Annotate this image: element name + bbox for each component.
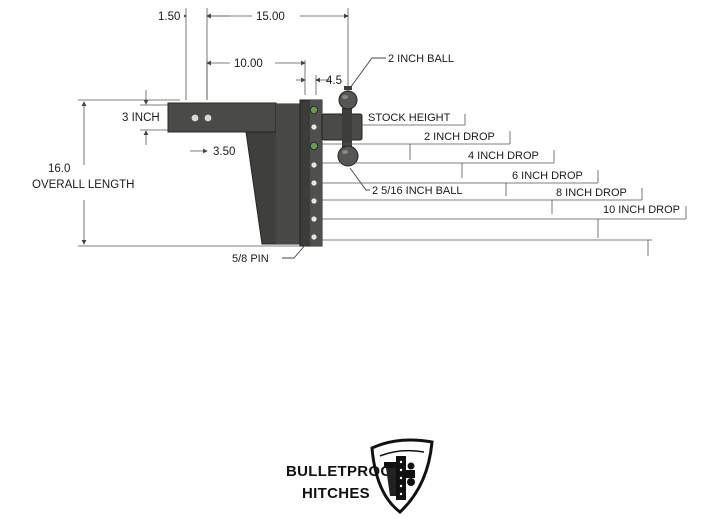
adjustment-hole: [311, 234, 317, 240]
logo-line-1: BULLETPROOF: [286, 463, 402, 480]
adjustment-hole: [311, 216, 317, 222]
top-ball-label: 2 INCH BALL: [388, 53, 454, 65]
left-dimensions: 16.0 OVERALL LENGTH 3 INCH 3.50: [32, 90, 300, 247]
height-label-10in: 10 INCH DROP: [603, 204, 680, 216]
adjustment-hole: [311, 162, 317, 168]
dim-10-00-label: 10.00: [234, 58, 263, 70]
adjustment-hole: [311, 180, 317, 186]
ball-shank: [342, 108, 352, 148]
height-label-8in: 8 INCH DROP: [556, 187, 627, 199]
pin-label: 5/8 PIN: [232, 253, 269, 265]
dim-15-00-label: 15.00: [256, 11, 285, 23]
drop-bar-face: [310, 100, 322, 246]
top-dimensions: 1.50 15.00 10.00 4.5: [150, 8, 349, 100]
height-label-2in: 2 INCH DROP: [424, 131, 495, 143]
logo-line-2: HITCHES: [302, 485, 370, 502]
dim-3-50-label: 3.50: [213, 146, 235, 158]
gusset-face: [276, 104, 300, 244]
dim-4-5-label: 4.5: [326, 75, 342, 87]
ball-2-inch: [338, 90, 358, 110]
hitch-body: [167, 99, 323, 247]
height-label-stock: STOCK HEIGHT: [368, 112, 451, 124]
adjustment-hole: [309, 141, 318, 150]
height-lines: STOCK HEIGHT 2 INCH DROP 4 INCH DROP 6 I…: [322, 112, 687, 256]
adjustment-hole: [309, 106, 318, 115]
dim-1-50-label: 1.50: [158, 11, 180, 23]
ball-leaders: 2 INCH BALL 2 5/16 INCH BALL: [349, 53, 463, 197]
ball-mount: [321, 86, 363, 167]
shank-pin-hole: [191, 114, 199, 122]
shank-pin-hole: [204, 114, 212, 122]
height-label-6in: 6 INCH DROP: [512, 170, 583, 182]
adjustment-hole: [311, 198, 317, 204]
adjustment-hole: [311, 124, 317, 130]
logo-shield-icon: [370, 438, 434, 514]
receiver-shank: [167, 102, 277, 133]
height-label-4in: 4 INCH DROP: [468, 150, 539, 162]
shank-3-inch-label: 3 INCH: [122, 112, 160, 124]
overall-length-label: OVERALL LENGTH: [32, 179, 134, 191]
pin-callout: 5/8 PIN: [232, 243, 307, 265]
overall-length-value: 16.0: [48, 163, 70, 175]
bottom-ball-label: 2 5/16 INCH BALL: [372, 185, 463, 197]
bulletproof-logo: BULLETPROOF HITCHES: [286, 438, 434, 514]
